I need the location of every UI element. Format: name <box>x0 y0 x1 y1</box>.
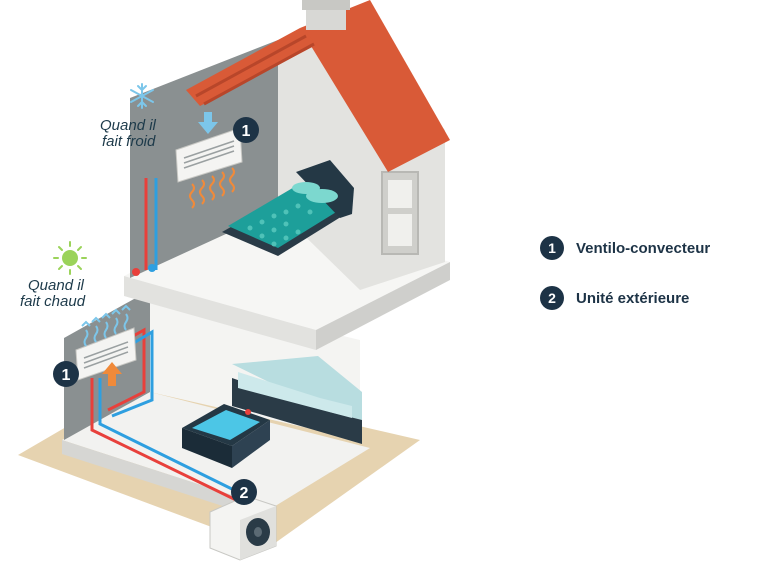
legend-label: Ventilo-convecteur <box>576 239 711 257</box>
lower-unit-vents <box>83 341 129 369</box>
coffee-table-glass <box>192 410 260 440</box>
window-pane-top <box>388 180 412 208</box>
bed-pattern <box>247 203 313 247</box>
ground-floor-slab-side <box>62 440 272 522</box>
badge-one-lower: 1 <box>53 361 79 387</box>
coffee-table-base-right <box>232 420 270 468</box>
chimney-top <box>302 0 350 10</box>
upper-pipes <box>144 178 158 270</box>
legend-item-fan-coil: 1 Ventilo-convecteur <box>540 234 710 262</box>
snowflake-icon <box>130 83 154 109</box>
sofa-cushion <box>238 372 352 418</box>
svg-text:2: 2 <box>240 485 249 502</box>
pipe-outlet-red <box>132 268 140 276</box>
legend-badge: 1 <box>540 236 564 260</box>
upper-unit-vents <box>183 140 235 169</box>
badge-one-upper: 1 <box>233 117 259 143</box>
cool-arrow-icon <box>198 112 218 134</box>
cool-air-arrows <box>81 304 131 347</box>
legend-item-outdoor-unit: 2 Unité extérieure <box>540 284 710 312</box>
sun-icon <box>53 241 87 275</box>
warm-label-line2: fait chaud <box>20 293 86 310</box>
bed-pillow <box>292 182 320 194</box>
warm-label-line1: Quand il <box>28 277 85 294</box>
legend-badge: 2 <box>540 286 564 310</box>
outdoor-unit-fan-icon <box>246 518 270 546</box>
heat-arrow-icon <box>102 362 122 386</box>
legend: 1 Ventilo-convecteur 2 Unité extérieure <box>540 234 710 334</box>
pipe-outlet-blue <box>148 264 156 272</box>
cold-label-line2: fait froid <box>102 133 156 150</box>
bed-headboard <box>296 160 354 218</box>
upper-floor-slab-edge-right <box>316 262 450 350</box>
svg-text:1: 1 <box>242 123 251 140</box>
cold-label-line1: Quand il <box>100 117 157 134</box>
warm-air-waves <box>189 167 235 209</box>
window-pane-bottom <box>388 214 412 246</box>
upper-floor-slab-edge <box>124 276 316 350</box>
lower-pipes <box>90 327 239 502</box>
svg-text:1: 1 <box>62 367 71 384</box>
roof-slope <box>300 0 450 172</box>
badge-two: 2 <box>231 479 257 505</box>
roof-tile-line <box>203 42 315 106</box>
coffee-table-base <box>182 428 232 468</box>
flower-icon <box>245 409 251 415</box>
roof-tile-line <box>195 34 307 98</box>
legend-label: Unité extérieure <box>576 289 690 307</box>
